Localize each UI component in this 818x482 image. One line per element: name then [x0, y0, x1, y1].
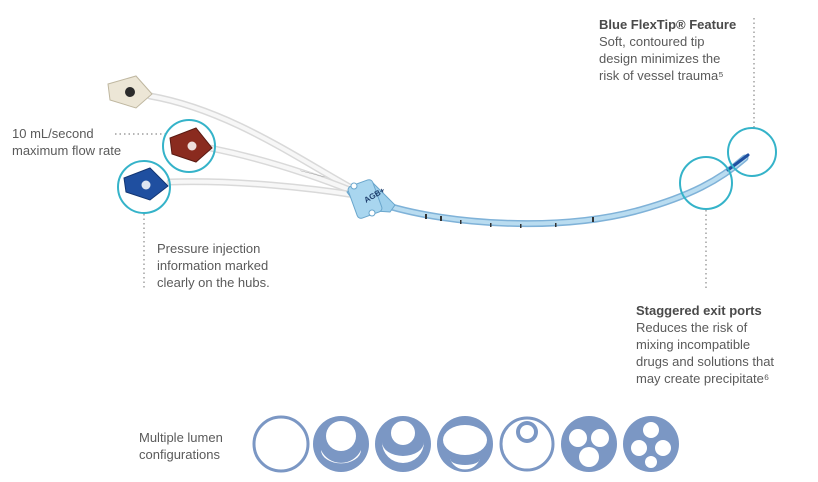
callout-flextip-line: Soft, contoured tip [599, 34, 705, 49]
hub-cream [107, 75, 153, 109]
lumen-dual-d [499, 416, 555, 472]
catheter-illustration: ————— AGB+ [107, 18, 777, 290]
callout-ports-title: Staggered exit ports [636, 303, 762, 318]
callout-pressure-line: information marked [157, 258, 269, 273]
highlight-red-hub [162, 119, 216, 173]
extension-legs: ————— [146, 92, 359, 199]
lumen-configurations-label: Multiple lumen configurations [139, 429, 223, 463]
callout-flextip-title: Blue FlexTip® Feature [599, 17, 737, 32]
callout-pressure: Pressure injection information marked cl… [157, 240, 270, 291]
highlight-exit-ports [679, 156, 733, 210]
callout-ports-line: Reduces the risk of [636, 320, 748, 335]
leader-lines [115, 18, 755, 290]
depth-markers [425, 214, 594, 228]
callout-ports: Staggered exit ports Reduces the risk of… [636, 302, 774, 387]
lumen-label-line: Multiple lumen [139, 430, 223, 445]
highlight-flextip [727, 127, 777, 177]
juncture-hub: AGB+ [346, 179, 396, 219]
lumen-label-line: configurations [139, 447, 220, 462]
callout-pressure-line: clearly on the hubs. [157, 275, 270, 290]
callout-flow-rate: 10 mL/second maximum flow rate [12, 125, 121, 159]
lumen-single [252, 415, 310, 473]
callout-ports-line: mixing incompatible [636, 337, 751, 352]
svg-text:—————: ————— [300, 168, 326, 180]
lumen-configurations: .lb{fill:#7b97c4}.lo{fill:none;stroke:#7… [252, 415, 679, 473]
hub-blue [123, 167, 169, 201]
lumen-dual-a [313, 416, 369, 472]
lumen-dual-b [375, 416, 431, 472]
callout-flextip-line: risk of vessel trauma⁵ [599, 68, 724, 83]
callout-pressure-line: Pressure injection [157, 241, 261, 256]
hub-red [169, 127, 213, 163]
callout-flow-rate-line: 10 mL/second [12, 126, 94, 141]
callout-ports-line: drugs and solutions that [636, 354, 775, 369]
callout-flow-rate-line: maximum flow rate [12, 143, 122, 158]
highlight-circles [117, 119, 777, 214]
lumen-dual-c [437, 416, 493, 472]
lumen-triple [561, 416, 617, 472]
callout-flextip: Blue FlexTip® Feature Soft, contoured ti… [599, 16, 736, 84]
callout-ports-line: may create precipitate⁶ [636, 371, 770, 386]
callout-flextip-line: design minimizes the [599, 51, 721, 66]
lumen-quad [623, 416, 679, 472]
catheter-shaft [381, 153, 750, 228]
highlight-blue-hub [117, 160, 171, 214]
